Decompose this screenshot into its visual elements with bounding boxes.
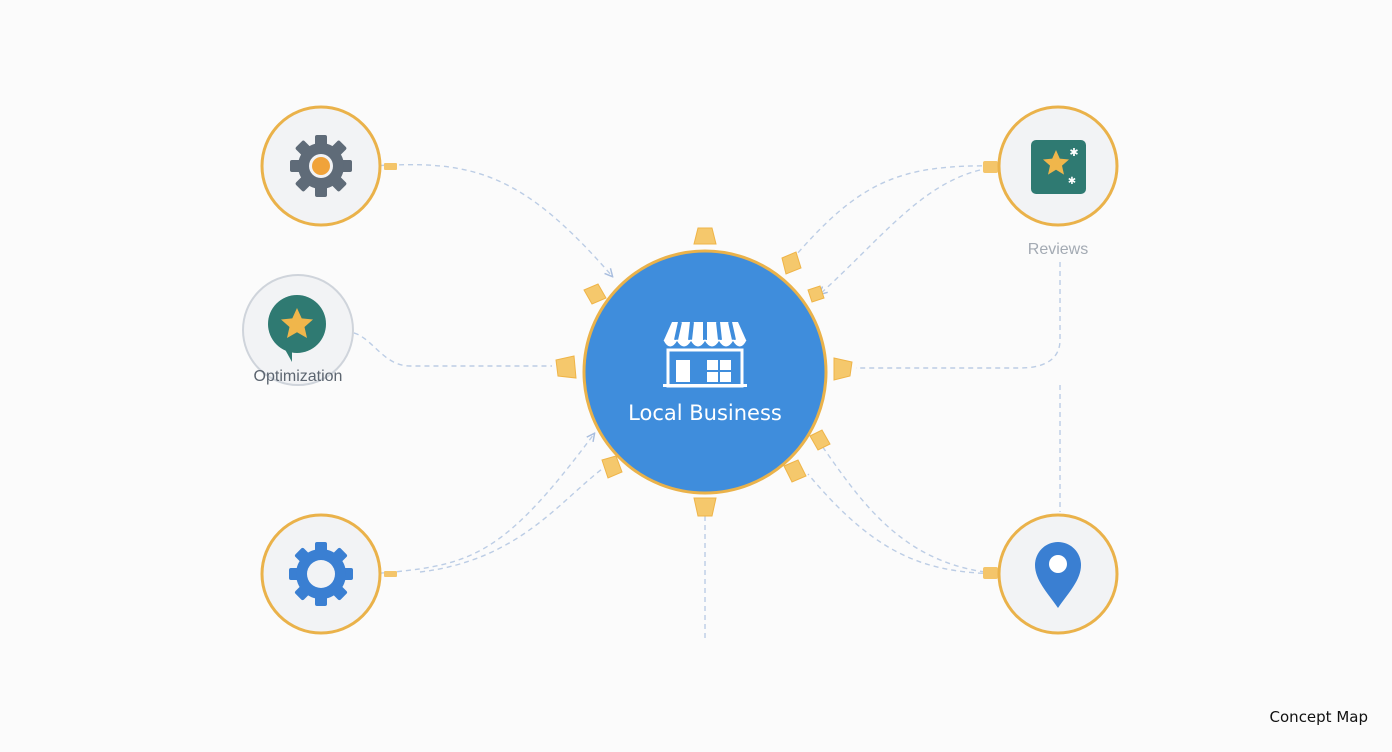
connector-gear-top-left — [372, 165, 612, 276]
gear-icon — [290, 135, 352, 197]
map-pin-icon — [1035, 542, 1081, 608]
connector-tabs — [384, 161, 998, 579]
hub-circle — [582, 249, 828, 495]
tab-gear-bottom-left — [384, 571, 397, 577]
node-optimization[interactable]: Optimization — [242, 274, 354, 386]
star-chat-bubble-icon — [268, 295, 326, 362]
node-reviews[interactable]: ✱ ✱ Reviews — [997, 105, 1119, 258]
optimization-label: Optimization — [254, 368, 343, 385]
center-hub[interactable]: Local Business — [555, 227, 853, 517]
footer-label: Concept Map — [1269, 708, 1368, 726]
tab-gear-top-left — [384, 163, 397, 170]
storefront-icon — [663, 321, 747, 388]
connector-location — [807, 473, 1010, 574]
connector-reviews — [790, 165, 1001, 262]
gear-icon — [289, 542, 353, 606]
reviews-label: Reviews — [1028, 241, 1088, 258]
tab-reviews — [983, 161, 998, 173]
svg-text:✱: ✱ — [1068, 176, 1076, 187]
connector-reviews-2 — [820, 169, 981, 294]
center-label: Local Business — [628, 401, 782, 425]
connector-location-2 — [821, 445, 986, 573]
node-gear-top-left[interactable] — [260, 105, 382, 227]
tab-location — [983, 567, 998, 579]
connector-optimization — [345, 332, 552, 367]
node-location[interactable] — [997, 513, 1119, 635]
connectors — [345, 165, 1061, 642]
node-gear-bottom-left[interactable] — [260, 513, 382, 635]
svg-text:✱: ✱ — [1069, 146, 1078, 159]
connector-gear-bottom-left — [370, 434, 594, 574]
connector-gear-bottom-left-2 — [419, 465, 607, 573]
connector-reviews-right — [856, 262, 1061, 369]
star-review-icon: ✱ ✱ — [1031, 140, 1086, 194]
hub-tabs — [555, 227, 853, 517]
